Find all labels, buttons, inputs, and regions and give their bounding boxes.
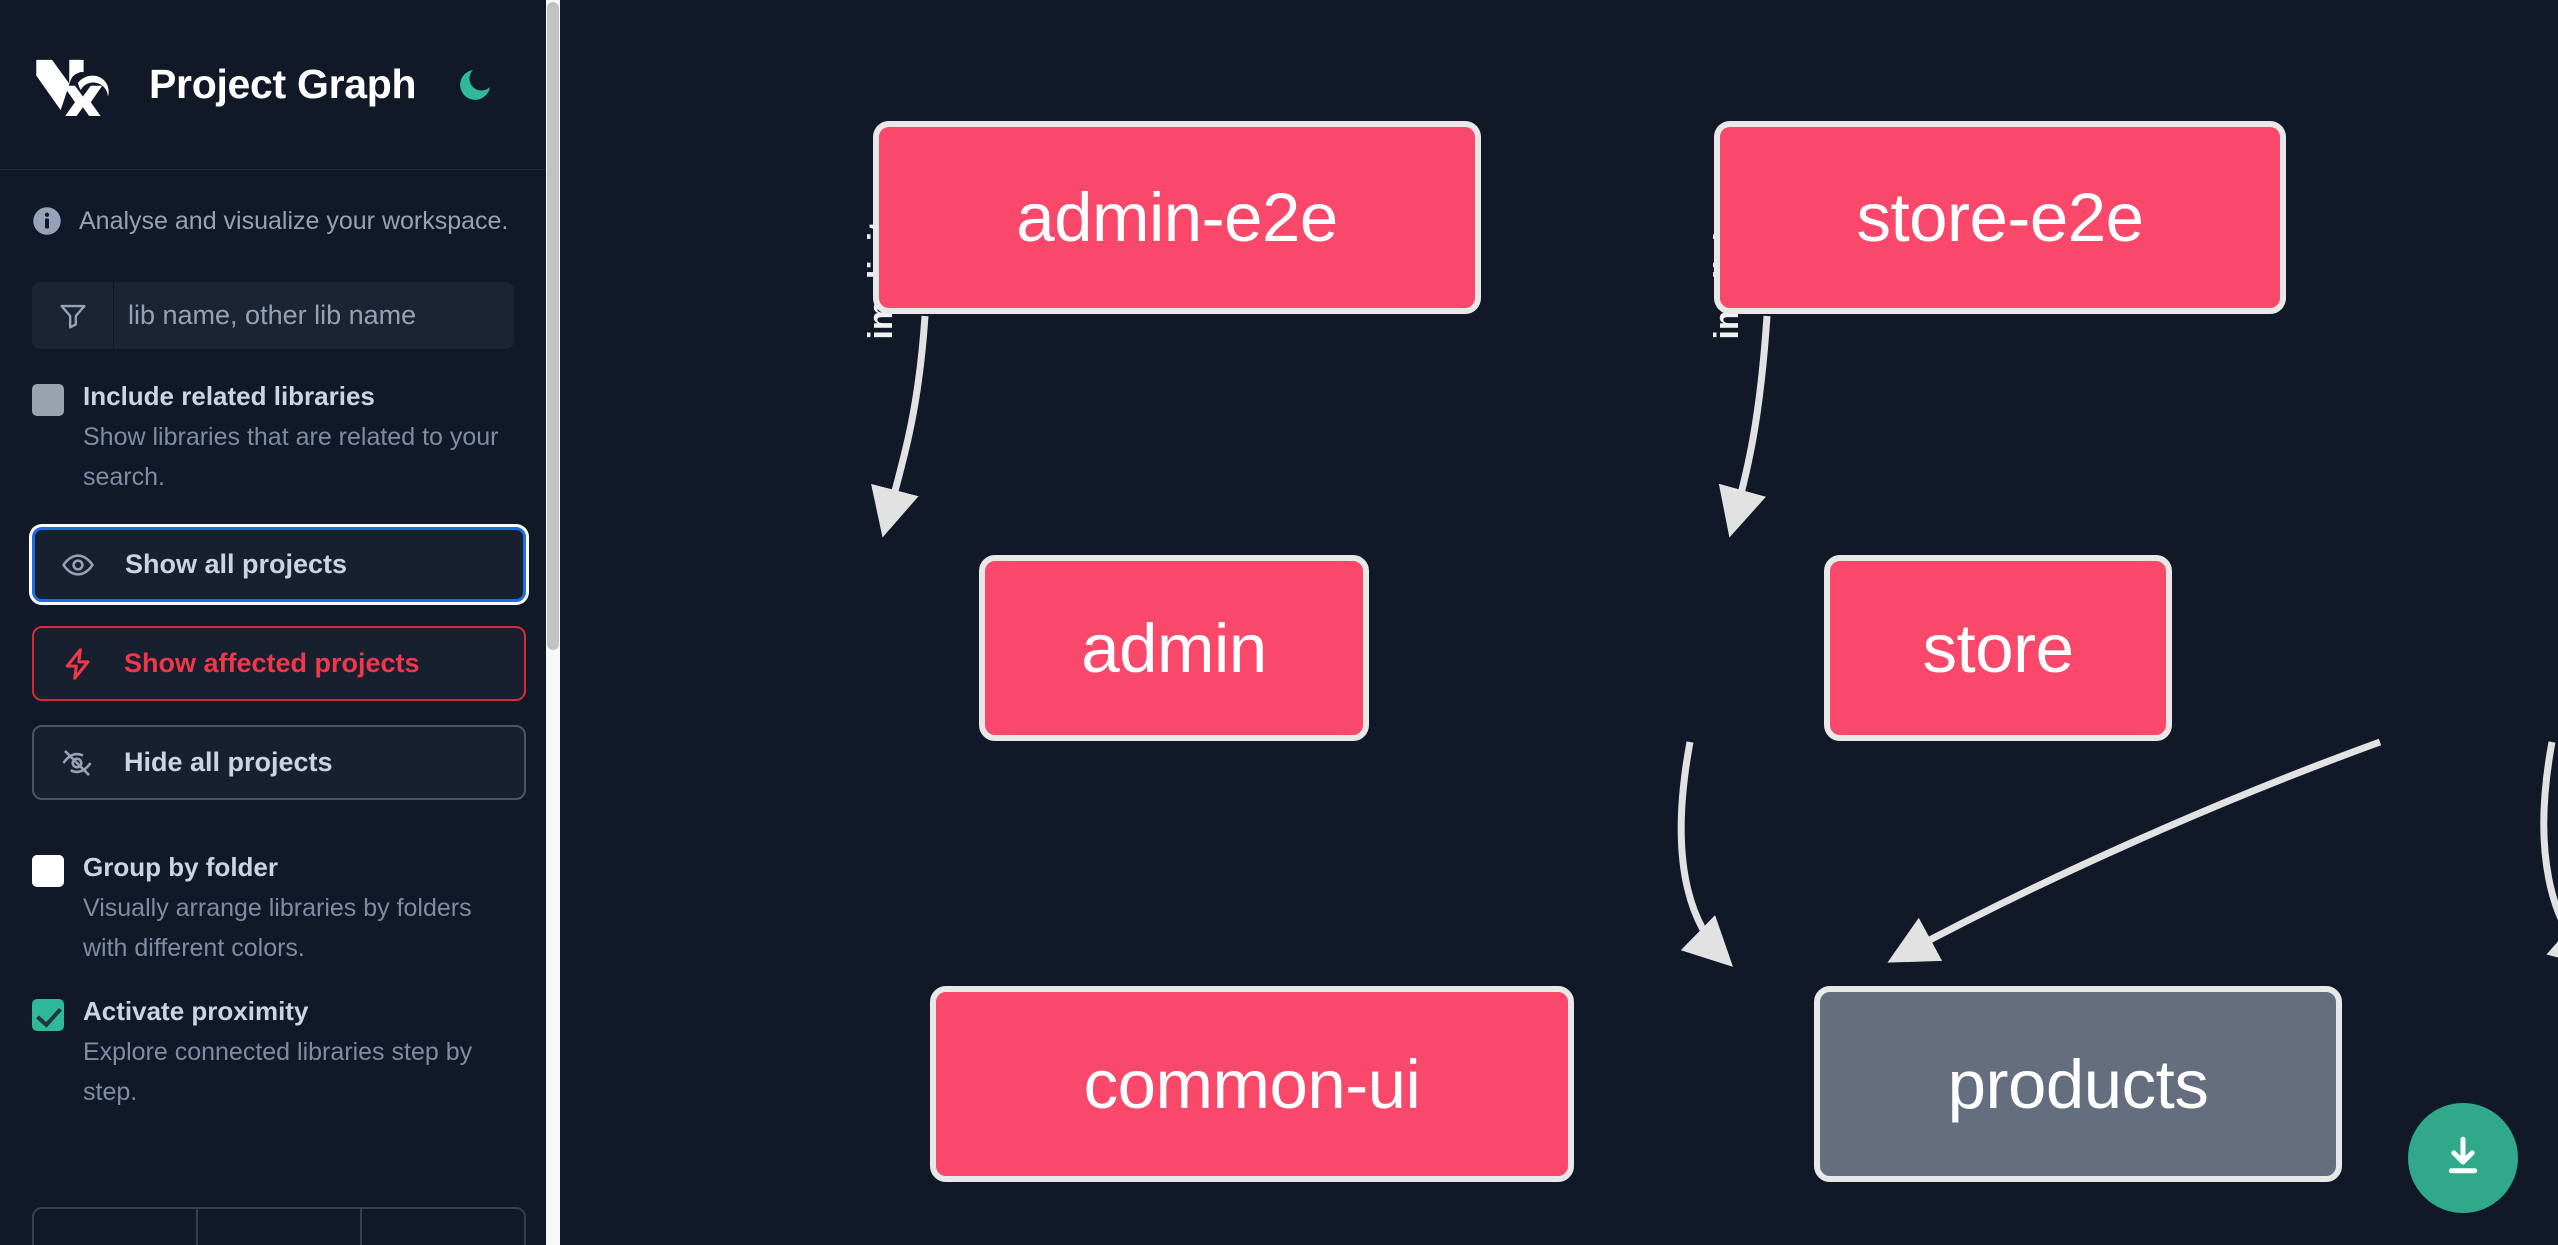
segment-option-2[interactable]: [198, 1209, 362, 1245]
sidebar-scrollbar-thumb[interactable]: [547, 2, 559, 650]
option-title: Include related libraries: [83, 381, 375, 411]
segment-option-3[interactable]: [362, 1209, 524, 1245]
graph-node-admin[interactable]: admin: [979, 555, 1369, 741]
graph-node-products[interactable]: products: [1814, 986, 2342, 1182]
node-label: common-ui: [1083, 1045, 1421, 1123]
node-label: store-e2e: [1856, 179, 2145, 256]
option-text: Include related libraries Show libraries…: [83, 379, 513, 497]
sidebar-header: Project Graph: [0, 0, 546, 170]
checkbox-group-by-folder[interactable]: [32, 855, 64, 887]
option-text: Group by folder Visually arrange librari…: [83, 850, 513, 968]
node-label: admin: [1081, 609, 1267, 687]
search-box[interactable]: [32, 282, 514, 349]
option-title: Activate proximity: [83, 996, 309, 1026]
proximity-segmented-control[interactable]: [32, 1207, 526, 1245]
lightning-bolt-icon: [60, 646, 104, 682]
edge-store-common-ui: [1887, 738, 2382, 963]
search-input[interactable]: [114, 282, 514, 349]
sidebar-scrollbar-track[interactable]: [546, 0, 560, 1245]
download-button[interactable]: [2408, 1103, 2518, 1213]
show-all-projects-label: Show all projects: [125, 549, 348, 579]
node-label: admin-e2e: [1016, 179, 1338, 256]
option-description: Visually arrange libraries by folders wi…: [83, 894, 472, 962]
edge-admin-common-ui: [1677, 741, 1734, 967]
checkbox-include-related-libraries[interactable]: [32, 384, 64, 416]
edge-store-products: [2540, 741, 2558, 969]
graph-canvas[interactable]: implicit implicit admin-e2e store-e2e ad…: [560, 0, 2558, 1245]
option-title: Group by folder: [83, 852, 278, 882]
show-all-projects-button[interactable]: Show all projects: [32, 527, 526, 602]
search-section: [0, 266, 546, 349]
option-include-related-libraries[interactable]: Include related libraries Show libraries…: [0, 349, 546, 497]
checkbox-activate-proximity[interactable]: [32, 999, 64, 1031]
graph-node-common-ui[interactable]: common-ui: [930, 986, 1574, 1182]
hide-all-projects-button[interactable]: Hide all projects: [32, 725, 526, 800]
projects-button-group: Show all projects Show affected projects: [0, 497, 546, 800]
edge-store-e2e-store: [1718, 315, 1771, 538]
node-label: store: [1922, 609, 2074, 687]
sidebar-content: Project Graph Analyse and visualize your…: [0, 0, 546, 1245]
option-description: Show libraries that are related to your …: [83, 423, 499, 491]
download-icon: [2438, 1132, 2488, 1185]
nx-logo: [32, 54, 118, 117]
segment-option-1[interactable]: [34, 1209, 198, 1245]
graph-node-store-e2e[interactable]: store-e2e: [1714, 121, 2286, 314]
option-activate-proximity[interactable]: Activate proximity Explore connected lib…: [0, 968, 546, 1112]
filter-icon: [32, 282, 114, 349]
option-description: Explore connected libraries step by step…: [83, 1038, 473, 1106]
eye-icon: [61, 548, 105, 582]
option-group-by-folder[interactable]: Group by folder Visually arrange librari…: [0, 824, 546, 968]
eye-off-icon: [60, 746, 104, 780]
node-label: products: [1947, 1045, 2209, 1123]
info-banner: Analyse and visualize your workspace.: [0, 170, 546, 266]
info-icon: [32, 206, 62, 236]
hide-all-projects-label: Hide all projects: [124, 747, 333, 777]
option-text: Activate proximity Explore connected lib…: [83, 994, 513, 1112]
page-title: Project Graph: [149, 61, 417, 107]
edge-admin-e2e-admin: [871, 315, 929, 538]
show-affected-projects-label: Show affected projects: [124, 648, 420, 678]
graph-node-store[interactable]: store: [1824, 555, 2172, 741]
graph-node-admin-e2e[interactable]: admin-e2e: [873, 121, 1481, 314]
sidebar: Project Graph Analyse and visualize your…: [0, 0, 560, 1245]
show-affected-projects-button[interactable]: Show affected projects: [32, 626, 526, 701]
moon-icon[interactable]: [454, 64, 496, 106]
info-text: Analyse and visualize your workspace.: [79, 206, 509, 235]
